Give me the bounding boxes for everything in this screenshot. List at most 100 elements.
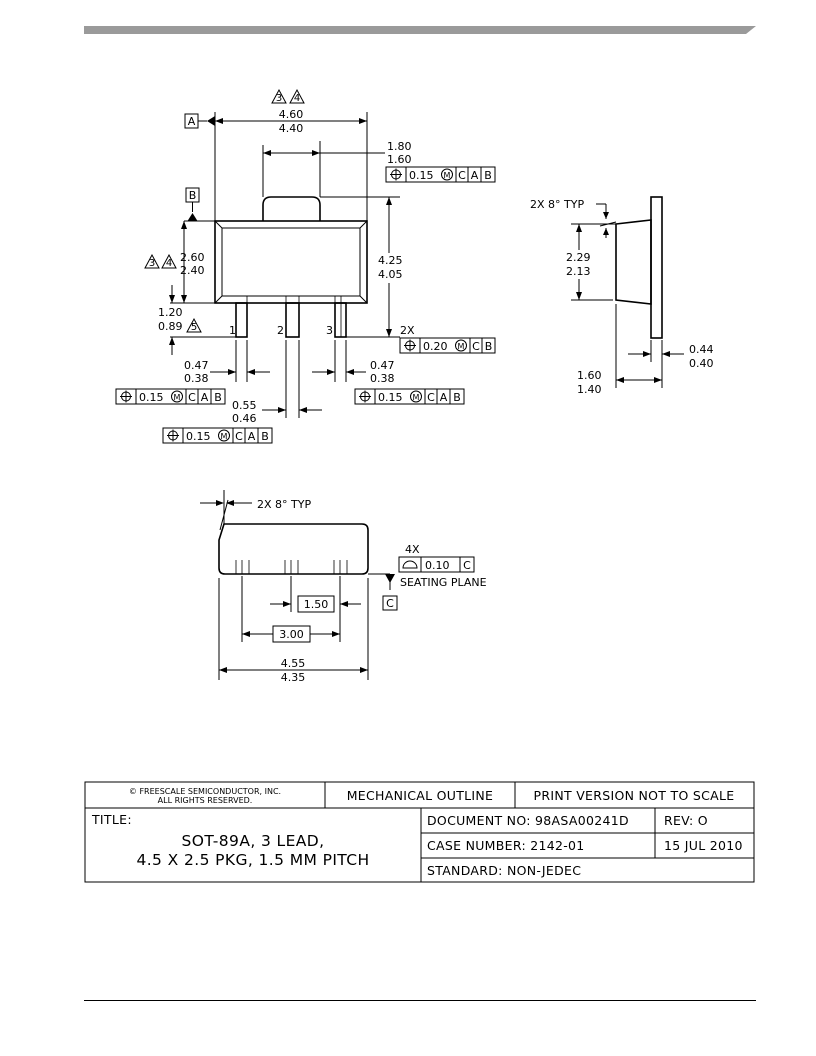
side-lead-thk-max: 0.44 bbox=[689, 343, 714, 356]
tab-width-min: 1.60 bbox=[387, 153, 412, 166]
print-version-label: PRINT VERSION NOT TO SCALE bbox=[534, 788, 735, 803]
svg-text:0.15: 0.15 bbox=[378, 391, 403, 404]
svg-text:A: A bbox=[471, 169, 479, 182]
svg-text:C: C bbox=[427, 391, 435, 404]
svg-text:0.20: 0.20 bbox=[423, 340, 448, 353]
mmc-icon bbox=[171, 390, 183, 403]
svg-text:B: B bbox=[485, 340, 493, 353]
front-width-min: 4.35 bbox=[281, 671, 306, 684]
lead-count: 2X bbox=[400, 324, 415, 337]
svg-text:M: M bbox=[444, 171, 451, 180]
side-body bbox=[615, 219, 652, 305]
lead-length-max: 1.20 bbox=[158, 306, 183, 319]
side-height-max: 2.29 bbox=[566, 251, 591, 264]
lead-2 bbox=[285, 302, 300, 338]
top-view: A 4.60 4.40 3 4 1.80 1.60 bbox=[115, 88, 496, 444]
svg-text:M: M bbox=[221, 432, 228, 441]
lead-2-number: 2 bbox=[277, 324, 284, 337]
lead2-width-max: 0.55 bbox=[232, 399, 257, 412]
mechanical-drawing: A 4.60 4.40 3 4 1.80 1.60 bbox=[84, 88, 755, 883]
lead1-width-min: 0.38 bbox=[184, 372, 209, 385]
title-block: © FREESCALE SEMICONDUCTOR, INC. ALL RIGH… bbox=[84, 781, 755, 883]
svg-text:A: A bbox=[201, 391, 209, 404]
copyright-line-1: © FREESCALE SEMICONDUCTOR, INC. bbox=[129, 787, 281, 796]
svg-text:C: C bbox=[188, 391, 196, 404]
revision: REV: O bbox=[664, 813, 708, 828]
title-label: TITLE: bbox=[91, 812, 132, 827]
fcf-lead-2: 0.15 M C A B bbox=[162, 427, 273, 444]
lead-3-number: 3 bbox=[326, 324, 333, 337]
mechanical-outline-label: MECHANICAL OUTLINE bbox=[347, 788, 494, 803]
mmc-icon bbox=[441, 168, 453, 181]
svg-text:B: B bbox=[484, 169, 492, 182]
front-body bbox=[218, 523, 369, 575]
fcf-leads-1-3: 0.20 M C B bbox=[399, 337, 496, 354]
datum-c-label: C bbox=[386, 597, 394, 610]
svg-text:0.10: 0.10 bbox=[425, 559, 450, 572]
tab-width-max: 1.80 bbox=[387, 140, 412, 153]
datum-a-label: A bbox=[188, 115, 196, 128]
svg-text:5: 5 bbox=[191, 322, 197, 333]
mmc-icon bbox=[455, 339, 467, 352]
footer-rule bbox=[84, 1000, 756, 1001]
note-3-label: 3 bbox=[276, 93, 282, 104]
lead2-width-min: 0.46 bbox=[232, 412, 257, 425]
fcf-tab: 0.15 M C A B bbox=[385, 166, 496, 183]
title-line-2: 4.5 X 2.5 PKG, 1.5 MM PITCH bbox=[136, 851, 369, 869]
overall-height-min: 4.05 bbox=[378, 268, 403, 281]
front-draft-note: 2X 8° TYP bbox=[257, 498, 311, 511]
copyright-line-2: ALL RIGHTS RESERVED. bbox=[158, 796, 253, 805]
side-total-thk-min: 1.40 bbox=[577, 383, 602, 396]
body-width-min: 4.40 bbox=[279, 122, 304, 135]
pitch-value: 1.50 bbox=[304, 598, 329, 611]
document-number: DOCUMENT NO: 98ASA00241D bbox=[427, 813, 629, 828]
side-draft-note: 2X 8° TYP bbox=[530, 198, 584, 211]
svg-text:M: M bbox=[413, 393, 420, 402]
heat-tab bbox=[262, 196, 321, 221]
lead3-width-min: 0.38 bbox=[370, 372, 395, 385]
title-line-1: SOT-89A, 3 LEAD, bbox=[182, 832, 325, 850]
case-number: CASE NUMBER: 2142-01 bbox=[427, 838, 585, 853]
svg-text:B: B bbox=[453, 391, 461, 404]
lead-1-number: 1 bbox=[229, 324, 236, 337]
svg-text:C: C bbox=[235, 430, 243, 443]
svg-text:C: C bbox=[463, 559, 471, 572]
fcf-lead-1: 0.15 M C A B bbox=[115, 388, 226, 405]
lead-length-min: 0.89 bbox=[158, 320, 183, 333]
svg-text:C: C bbox=[472, 340, 480, 353]
flatness-icon bbox=[402, 560, 418, 569]
package-body bbox=[214, 220, 368, 304]
seating-plane-label: SEATING PLANE bbox=[400, 576, 487, 589]
svg-text:A: A bbox=[440, 391, 448, 404]
mmc-icon bbox=[218, 429, 230, 442]
side-lead bbox=[650, 196, 663, 339]
front-view: 2X 8° TYP 4X 0.10 C SEATING PLANE C 1.50 bbox=[200, 490, 487, 684]
svg-text:M: M bbox=[458, 342, 465, 351]
front-width-max: 4.55 bbox=[281, 657, 306, 670]
fcf-lead-3: 0.15 M C A B bbox=[354, 388, 465, 405]
body-height-max: 2.60 bbox=[180, 251, 205, 264]
note-4-label: 4 bbox=[294, 93, 300, 104]
lead-3 bbox=[334, 302, 347, 338]
pitch-2x-value: 3.00 bbox=[279, 628, 304, 641]
flatness-count: 4X bbox=[405, 543, 420, 556]
svg-text:B: B bbox=[214, 391, 222, 404]
date: 15 JUL 2010 bbox=[664, 838, 743, 853]
fcf-tab-tol: 0.15 bbox=[409, 169, 434, 182]
body-height-min: 2.40 bbox=[180, 264, 205, 277]
datum-b-label: B bbox=[189, 189, 197, 202]
side-height-min: 2.13 bbox=[566, 265, 591, 278]
lead1-width-max: 0.47 bbox=[184, 359, 209, 372]
svg-text:0.15: 0.15 bbox=[186, 430, 211, 443]
side-total-thk-max: 1.60 bbox=[577, 369, 602, 382]
lead-1 bbox=[235, 302, 248, 338]
fcf-flatness: 0.10 C bbox=[398, 556, 475, 573]
svg-text:3: 3 bbox=[149, 258, 155, 269]
svg-text:A: A bbox=[248, 430, 256, 443]
svg-text:0.15: 0.15 bbox=[139, 391, 164, 404]
svg-text:M: M bbox=[174, 393, 181, 402]
side-view: 2X 8° TYP 2.29 2.13 0.44 0.40 1.60 1.40 bbox=[530, 196, 714, 396]
mmc-icon bbox=[410, 390, 422, 403]
svg-text:C: C bbox=[458, 169, 466, 182]
standard: STANDARD: NON-JEDEC bbox=[427, 863, 581, 878]
